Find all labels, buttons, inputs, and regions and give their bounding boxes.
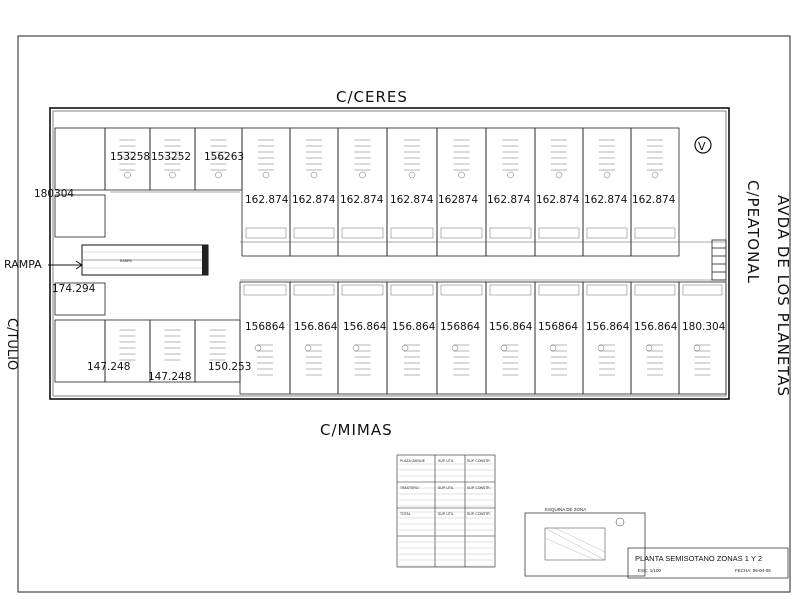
price-north-3: 162.874 <box>245 194 289 206</box>
price-south-7: 156.864 <box>586 321 630 333</box>
ramp-tag: RAMPA <box>120 259 133 263</box>
aisle-lines <box>110 191 726 321</box>
ramp: RAMPA <box>48 244 209 276</box>
table-row-1-c1: SUP. UTIL <box>438 486 454 490</box>
table-row-0-c2: SUP. CONSTR. <box>467 459 491 463</box>
street-west-label: C/TULIO <box>4 318 19 370</box>
table-row-2-c2: SUP. CONSTR. <box>467 512 491 516</box>
street-peatonal-label: C/PEATONAL <box>744 180 762 284</box>
price-south-2: 156.864 <box>343 321 387 333</box>
price-south-0: 156864 <box>245 321 285 333</box>
south-parking-row <box>104 281 727 395</box>
price-west-1: 174.294 <box>52 283 96 295</box>
price-west-4: 150.253 <box>208 361 251 373</box>
south-prices: 156864 156.864 156.864 156.864 156864 156.864… <box>245 321 726 333</box>
ramp-label: RAMPA <box>4 258 42 271</box>
price-south-6: 156864 <box>538 321 578 333</box>
table-row-0-c1: SUP. UTIL <box>438 459 454 463</box>
north-parking-row <box>104 127 680 257</box>
price-north-8: 162.874 <box>487 194 531 206</box>
ramp-mark-circle <box>694 136 712 154</box>
building-outline <box>49 107 730 400</box>
inset-label: ESQUINA DE ZONA <box>545 507 586 512</box>
table-row-0-label: PLAZA GARAJE <box>400 459 426 463</box>
price-west-3: 147.248 <box>148 371 191 383</box>
price-west-0: 180304 <box>34 188 74 200</box>
price-south-4: 156864 <box>440 321 480 333</box>
price-south-8: 156.864 <box>634 321 678 333</box>
price-north-9: 162.874 <box>536 194 580 206</box>
title-block: ESQUINA DE ZONA PLANTA SEMISOTANO ZONAS … <box>524 507 789 579</box>
street-north-label: C/CERES <box>336 88 408 106</box>
west-stair-blocks <box>54 127 106 383</box>
price-south-3: 156.864 <box>392 321 436 333</box>
price-north-1: 153252 <box>151 151 191 163</box>
drawing-frame <box>17 35 791 593</box>
street-south-label: C/MIMAS <box>320 421 393 439</box>
price-south-5: 156.864 <box>489 321 533 333</box>
street-avda-label: AVDA DE LOS PLANETAS <box>774 195 792 397</box>
price-south-9: 180.304 <box>682 321 726 333</box>
table-row-2-c1: SUP. UTIL <box>438 512 454 516</box>
price-north-6: 162.874 <box>390 194 434 206</box>
price-north-10: 162.874 <box>584 194 628 206</box>
drawing-title: PLANTA SEMISOTANO ZONAS 1 Y 2 <box>635 554 762 563</box>
price-north-11: 162.874 <box>632 194 676 206</box>
table-row-1-c2: SUP. CONSTR. <box>467 486 491 490</box>
price-south-1: 156.864 <box>294 321 338 333</box>
table-row-2-label: TOTAL <box>400 512 411 516</box>
price-north-5: 162.874 <box>340 194 384 206</box>
price-north-7: 162874 <box>438 194 478 206</box>
area-table <box>396 454 496 568</box>
east-stair <box>711 239 727 281</box>
price-north-0: 153258 <box>110 151 150 163</box>
price-north-2: 156263 <box>204 151 244 163</box>
drawing-date: FECHA: 06-04-05 <box>735 568 771 573</box>
ramp-mark-letter: V <box>698 140 706 153</box>
price-north-4: 162.874 <box>292 194 336 206</box>
price-west-2: 147.248 <box>87 361 130 373</box>
drawing-scale: ESC: 1/100 <box>638 568 662 573</box>
table-row-1-label: TRASTERO <box>400 486 419 490</box>
